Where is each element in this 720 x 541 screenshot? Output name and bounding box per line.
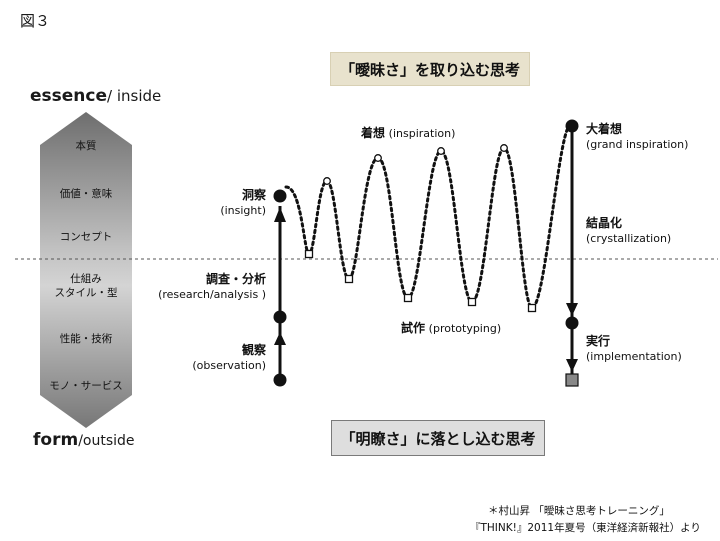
scale-item-value-meaning: 価値・意味	[59, 188, 113, 200]
outside-word: /outside	[78, 433, 135, 449]
figure-label: 図３	[20, 12, 51, 30]
crystallization-en: (crystallization)	[586, 232, 672, 245]
down-arrowhead-upper	[566, 303, 578, 316]
observation-en: (observation)	[192, 359, 266, 372]
scale-item-structure-style: 仕組み スタイル・型	[54, 273, 118, 299]
ambiguity-thinking-banner: 「曖昧さ」を取り込む思考	[330, 52, 530, 86]
observation-node	[273, 373, 287, 387]
scale-item-concept: コンセプト	[59, 231, 113, 243]
implementation-en: (implementation)	[586, 350, 682, 363]
grand-inspiration-jp: 大着想	[586, 122, 623, 136]
grand-inspiration-en: (grand inspiration)	[586, 138, 689, 151]
inspiration-prototyping-wave	[284, 128, 569, 310]
wave-trough	[527, 303, 537, 313]
essence-word: essence	[30, 86, 108, 106]
wave-trough	[403, 293, 413, 303]
clarity-thinking-banner: 「明瞭さ」に落とし込む思考	[331, 420, 545, 456]
wave-trough	[344, 274, 354, 284]
observation-jp: 観察	[241, 343, 266, 357]
crystallization-label: 結晶化 (crystallization)	[586, 216, 671, 246]
inspiration-label: 着想 (inspiration)	[361, 126, 455, 141]
citation-line-2: 『THINK!』2011年夏号（東洋経済新報社）より	[470, 522, 701, 534]
scale-item-product-service: モノ・サービス	[49, 380, 123, 392]
up-arrowhead-lower	[274, 332, 286, 345]
form-outside-label: form/outside	[33, 430, 135, 450]
prototyping-label: 試作 (prototyping)	[401, 321, 501, 336]
research-en: (research/analysis )	[158, 288, 266, 301]
wave-peak	[437, 147, 445, 155]
prototyping-jp: 試作	[401, 321, 426, 335]
essence-form-scale-arrow	[40, 112, 132, 428]
crystallization-jp: 結晶化	[586, 216, 623, 230]
insight-label: 洞察 (insight)	[190, 188, 266, 218]
observation-label: 観察 (observation)	[176, 343, 266, 373]
wave-peak	[374, 154, 382, 162]
down-arrowhead-lower	[566, 359, 578, 372]
scale-item-performance-tech: 性能・技術	[59, 333, 113, 345]
research-node	[273, 310, 287, 324]
research-label: 調査・分析 (research/analysis )	[146, 272, 266, 302]
implementation-label: 実行 (implementation)	[586, 334, 682, 364]
inside-word: / inside	[107, 87, 162, 105]
crystallization-node	[565, 316, 579, 330]
wave-trough	[304, 249, 314, 259]
citation-line-1: ＊村山昇 「曖昧さ思考トレーニング」	[488, 505, 670, 517]
insight-jp: 洞察	[241, 188, 266, 202]
form-word: form	[33, 430, 79, 450]
research-jp: 調査・分析	[205, 272, 266, 286]
wave-peak	[323, 177, 331, 185]
insight-node	[273, 189, 287, 203]
up-arrowhead-upper	[274, 207, 286, 222]
wave-trough	[467, 297, 477, 307]
implementation-jp: 実行	[586, 334, 611, 348]
inspiration-en: (inspiration)	[388, 127, 456, 140]
insight-en: (insight)	[220, 204, 266, 217]
essence-inside-label: essence/ inside	[30, 86, 161, 106]
prototyping-en: (prototyping)	[428, 322, 502, 335]
grand-inspiration-node	[565, 119, 579, 133]
implementation-square	[565, 373, 579, 387]
inspiration-jp: 着想	[361, 126, 386, 140]
wave-peak	[500, 144, 508, 152]
scale-item-essence: 本質	[75, 140, 97, 152]
grand-inspiration-label: 大着想 (grand inspiration)	[586, 122, 688, 152]
